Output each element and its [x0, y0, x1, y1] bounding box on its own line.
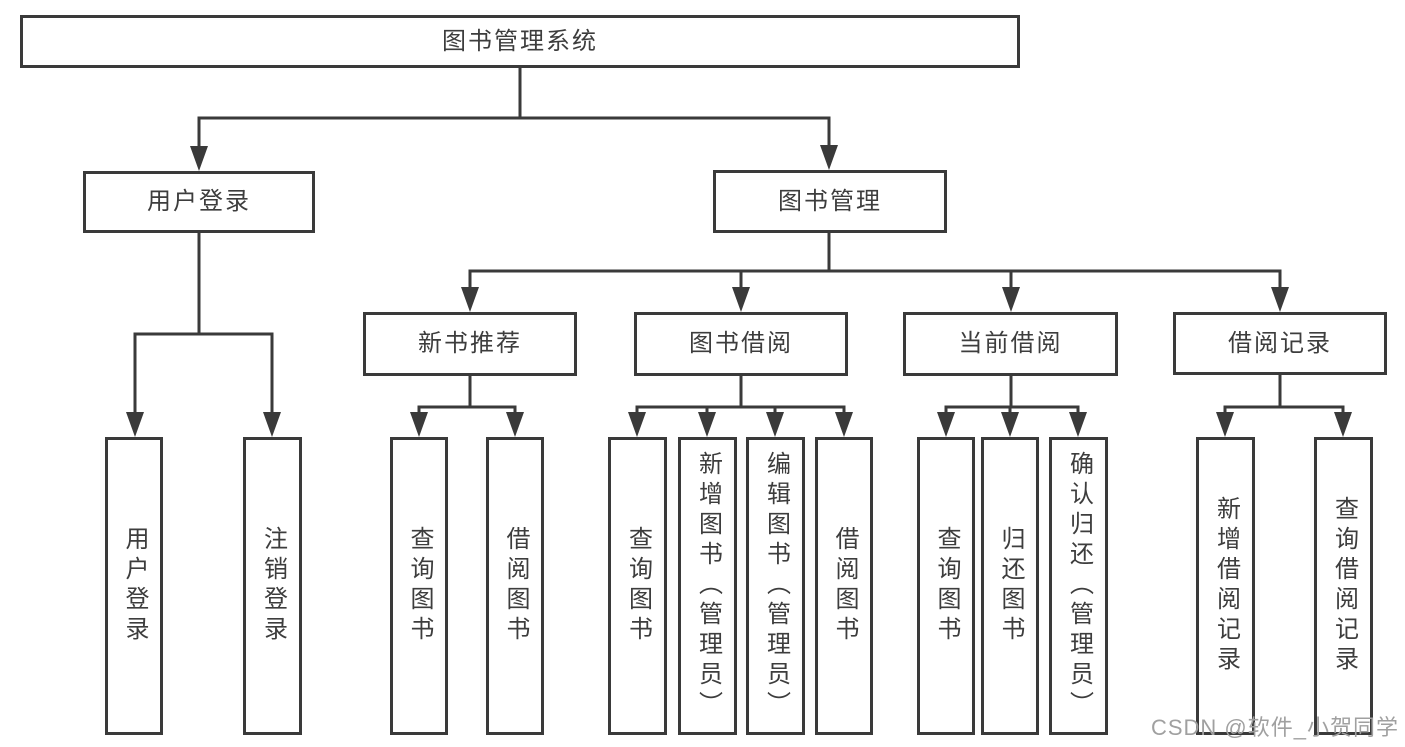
leaf-edit-book-admin: 编辑图书（管理员）: [746, 437, 805, 735]
node-book-borrow: 图书借阅: [634, 312, 848, 376]
node-library-system: 图书管理系统: [20, 15, 1020, 68]
node-current-borrow: 当前借阅: [903, 312, 1118, 376]
leaf-query-book-2: 查询图书: [608, 437, 667, 735]
connector-book-borrow-children: [635, 374, 846, 418]
leaf-query-book-3: 查询图书: [917, 437, 975, 735]
leaf-confirm-return-admin: 确认归还（管理员）: [1049, 437, 1108, 735]
node-borrow-records: 借阅记录: [1173, 312, 1387, 375]
leaf-add-borrow-record: 新增借阅记录: [1196, 437, 1255, 735]
watermark: CSDN @软件_小贺同学: [1150, 715, 1399, 740]
connector-book-mgmt-children: [468, 231, 1282, 293]
leaf-user-login: 用户登录: [105, 437, 163, 735]
node-user-login: 用户登录: [83, 171, 315, 233]
leaf-query-book-1: 查询图书: [390, 437, 448, 735]
connector-new-book-children: [417, 374, 517, 418]
connector-borrow-records-children: [1223, 373, 1345, 418]
leaf-query-borrow-record: 查询借阅记录: [1314, 437, 1373, 735]
leaf-add-book-admin: 新增图书（管理员）: [678, 437, 737, 735]
arrowheads: [126, 145, 1352, 437]
leaf-borrow-book-1: 借阅图书: [486, 437, 544, 735]
node-new-book-recommend: 新书推荐: [363, 312, 577, 376]
leaf-borrow-book-2: 借阅图书: [815, 437, 873, 735]
connector-current-borrow-children: [944, 374, 1080, 418]
leaf-return-book: 归还图书: [981, 437, 1039, 735]
connector-root-to-level2: [197, 66, 831, 152]
node-book-management: 图书管理: [713, 170, 947, 233]
leaf-logout: 注销登录: [243, 437, 302, 735]
connector-user-login-children: [133, 231, 274, 418]
